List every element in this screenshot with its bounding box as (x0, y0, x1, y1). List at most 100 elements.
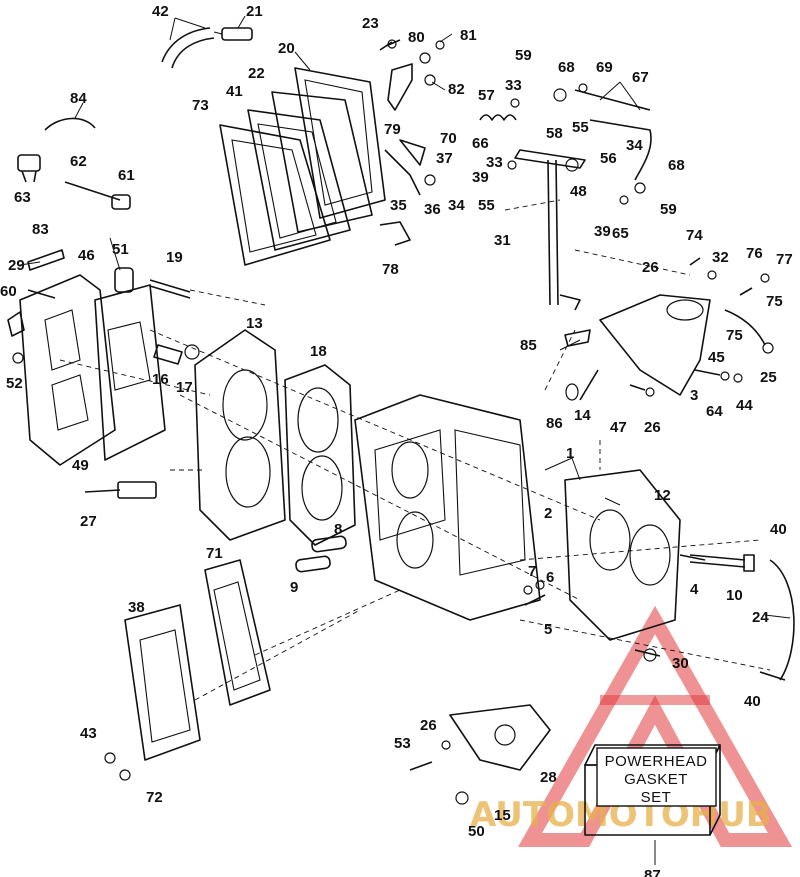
mount-bracket-28 (449, 704, 551, 771)
callout-label: 81 (460, 27, 477, 44)
callout-label: 19 (166, 249, 183, 266)
callout-label: 22 (248, 65, 265, 82)
screws-5-6-7 (523, 580, 546, 606)
callout-label: 31 (494, 232, 511, 249)
cylinder-head-13 (194, 329, 286, 541)
gasket-49 (94, 284, 166, 461)
callout-label: 62 (70, 153, 87, 170)
callout-label: 83 (32, 221, 49, 238)
callout-label: 79 (384, 121, 401, 138)
callout-label: 6 (546, 569, 554, 586)
callout-label: 74 (686, 227, 703, 244)
thermostat-51 (114, 267, 134, 293)
callout-label: 60 (0, 283, 17, 300)
callout-label: 12 (654, 487, 671, 504)
gasket-22 (271, 91, 373, 233)
callout-label: 35 (390, 197, 407, 214)
callout-label: 82 (448, 81, 465, 98)
callout-label: 33 (486, 154, 503, 171)
callout-label: 28 (540, 769, 557, 786)
callout-label: 44 (736, 397, 753, 414)
callout-label: 33 (505, 77, 522, 94)
callout-label: 2 (544, 505, 552, 522)
callout-label: 26 (642, 259, 659, 276)
callout-label: 53 (394, 735, 411, 752)
bracket-45 (599, 294, 711, 396)
callout-label: 10 (726, 587, 743, 604)
bolt-10 (689, 554, 755, 572)
callout-label: 69 (596, 59, 613, 76)
callout-label: 30 (672, 655, 689, 672)
callout-label: 13 (246, 315, 263, 332)
callout-label: 80 (408, 29, 425, 46)
clip-84 (44, 117, 96, 131)
stud-14-86 (565, 369, 599, 401)
throttle-shaft-31 (514, 149, 586, 311)
sensor-63 (17, 154, 41, 183)
callout-label: 68 (668, 157, 685, 174)
kit-label-line-3: SET (641, 789, 672, 806)
callout-label: 56 (600, 150, 617, 167)
cover-38 (124, 604, 201, 761)
callout-label: 64 (706, 403, 723, 420)
callout-label: 9 (290, 579, 298, 596)
callout-label: 8 (334, 521, 342, 538)
callout-label: 61 (118, 167, 135, 184)
callout-label: 47 (610, 419, 627, 436)
callout-label: 49 (72, 457, 89, 474)
callout-label: 71 (206, 545, 223, 562)
head-gasket-18 (284, 364, 356, 546)
screw-23 (379, 39, 401, 51)
callout-label: 57 (478, 87, 495, 104)
callout-label: 38 (128, 599, 145, 616)
callout-labels: 42 21 23 80 81 20 59 68 69 67 84 22 82 3… (0, 3, 793, 877)
pin-4 (679, 554, 706, 561)
callout-label: 48 (570, 183, 587, 200)
callout-label: 26 (644, 419, 661, 436)
screws-43-72 (104, 752, 131, 781)
callout-label: 15 (494, 807, 511, 824)
callout-label: 59 (660, 201, 677, 218)
callout-label: 26 (420, 717, 437, 734)
cylinder-block-1 (354, 394, 541, 621)
callout-label: 34 (626, 137, 643, 154)
fitting-30 (634, 648, 661, 662)
callout-label: 16 (152, 371, 169, 388)
nuts-80-81-82 (419, 40, 445, 86)
callout-label: 75 (766, 293, 783, 310)
callout-label: 78 (382, 261, 399, 278)
callout-label: 50 (468, 823, 485, 840)
callout-label: 51 (112, 241, 129, 258)
exhaust-cover-46 (19, 274, 116, 466)
callout-label: 39 (594, 223, 611, 240)
callout-label: 76 (746, 245, 763, 262)
hose-24 (759, 559, 795, 681)
spring-57 (479, 114, 517, 121)
clip-78 (379, 221, 411, 246)
plate-83 (27, 249, 65, 271)
bracket-79 (387, 63, 413, 111)
screws-74-32-76-77 (689, 257, 770, 296)
callout-label: 39 (472, 169, 489, 186)
callout-label: 29 (8, 257, 25, 274)
callout-label: 45 (708, 349, 725, 366)
callout-label: 70 (440, 130, 457, 147)
callout-label: 85 (520, 337, 537, 354)
callout-label: 27 (80, 513, 97, 530)
callout-label: 17 (176, 379, 193, 396)
callout-label: 73 (192, 97, 209, 114)
callout-label: 58 (546, 125, 563, 142)
spark-plug-27 (84, 481, 157, 499)
callout-label: 34 (448, 197, 465, 214)
crankcase-12 (564, 469, 681, 641)
wire-25 (724, 309, 774, 354)
callout-label: 41 (226, 83, 243, 100)
callout-label: 5 (544, 621, 552, 638)
callout-label: 40 (744, 693, 761, 710)
callout-label: 42 (152, 3, 169, 20)
callout-label: 40 (770, 521, 787, 538)
gasket-set-box: POWERHEAD GASKET SET (584, 744, 721, 836)
callout-label: 4 (690, 581, 699, 598)
callout-label: 20 (278, 40, 295, 57)
